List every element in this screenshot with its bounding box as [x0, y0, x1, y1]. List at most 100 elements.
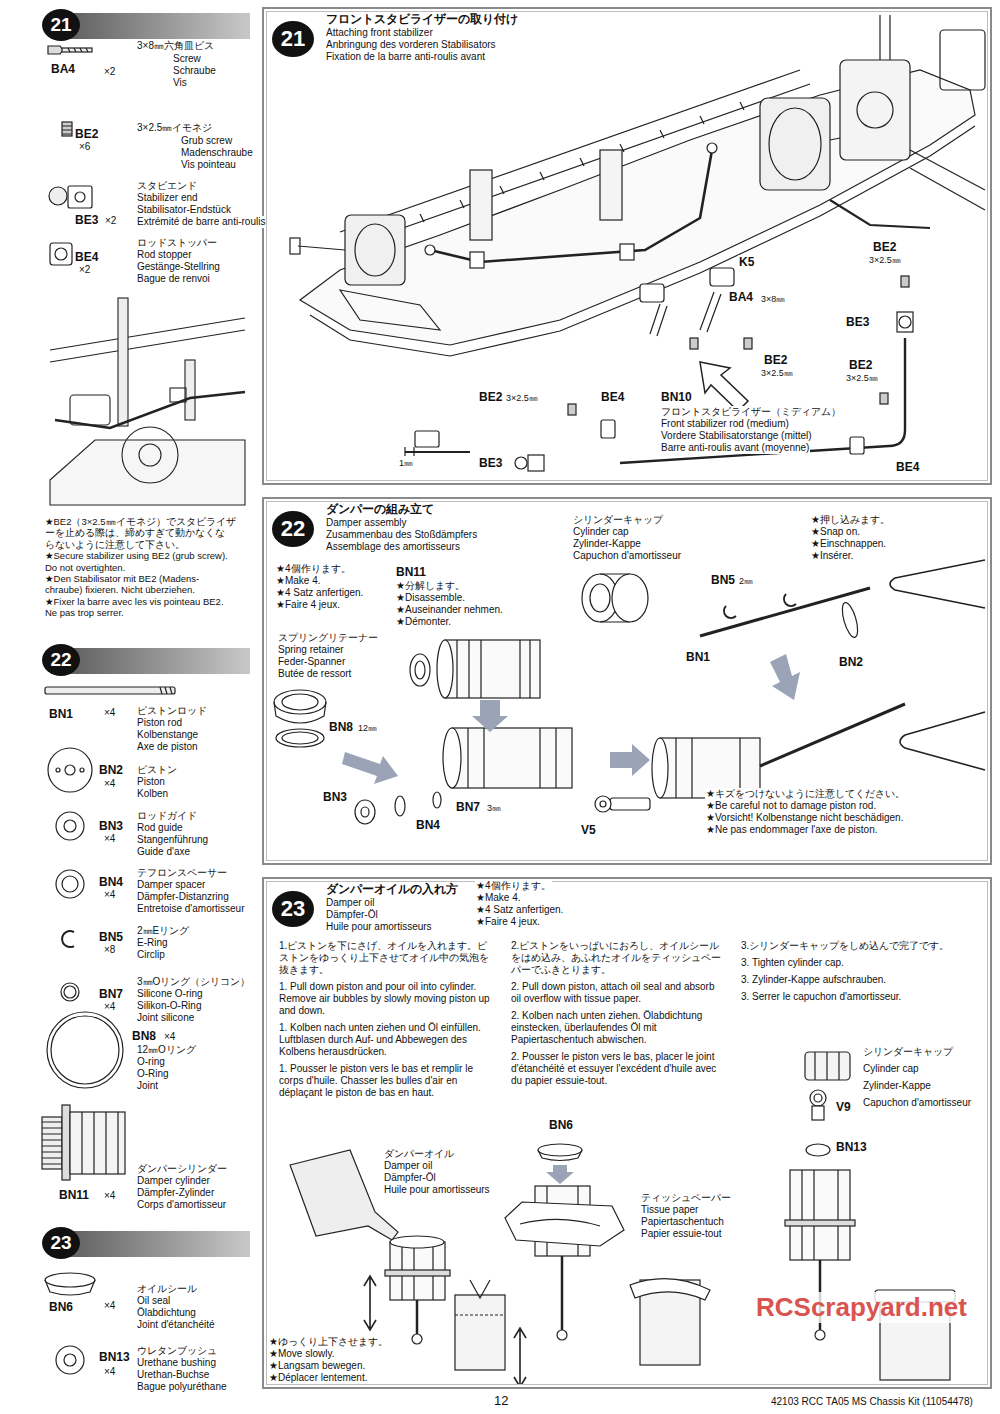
label-text: ★Faire 4 jeux. [275, 599, 341, 611]
step-number: 23 [42, 1227, 80, 1259]
label-text: Capuchon d'amortisseur [862, 1097, 972, 1109]
label-group: ティッシュペーパーTissue paperPapiertaschentuchPa… [640, 1192, 732, 1240]
damper-illustration-part [760, 704, 905, 766]
label-text: 3. Zylinder-Kappe aufschrauben. [740, 974, 887, 986]
label-text: 3. Tighten cylinder cap. [740, 957, 845, 969]
label-text: ×6 [78, 141, 91, 153]
panel-heading: ダンパーの組み立てDamper assemblyZusammenbau des … [326, 503, 477, 553]
label-text: ×4 [103, 1190, 116, 1202]
label-text: Screw [172, 53, 202, 65]
label-group: BE4 [74, 250, 99, 264]
oil-filling-illustration-part [557, 1330, 567, 1340]
label-group: ★4個作ります。★Make 4.★4 Satz anfertigen.★Fair… [275, 563, 364, 611]
chassis-detail-part [50, 318, 245, 362]
step-number: 22 [272, 511, 314, 547]
chassis-illustration-part [620, 338, 905, 463]
part-number: BN7 [455, 800, 481, 814]
damper-illustration-part [900, 712, 985, 770]
label-text: ×4 [103, 1001, 116, 1013]
part-number: BE2 [872, 240, 897, 254]
label-text: ★Ne pas endommager l'axe de piston. [705, 824, 879, 836]
part-number: BE4 [895, 460, 920, 474]
part-icon-part [56, 812, 84, 840]
label-group: ×4 [103, 1300, 116, 1312]
label-text: ×4 [163, 1031, 176, 1043]
label-group: ScrewSchraubeVis [172, 53, 217, 89]
label-text: 3×2.5㎜ [505, 393, 539, 404]
part-icon-part [61, 983, 79, 1001]
part-icon-part [62, 122, 72, 136]
label-text: Damper oil [383, 1160, 433, 1172]
label-group: BN6 [548, 1118, 574, 1132]
chassis-illustration-part [850, 437, 864, 454]
label-group: BN3 [98, 819, 124, 833]
label-text: ★4 Satz anfertigen. [475, 904, 564, 916]
label-group: ★分解します。★Disassemble.★Auseinander nehmen.… [395, 580, 504, 628]
label-text: ★Make 4. [475, 892, 522, 904]
step-band [58, 13, 250, 1257]
label-text: ダンパーオイル [383, 1148, 455, 1160]
chassis-detail-part [170, 388, 186, 402]
label-text: Stabilisator-Endstück [136, 204, 232, 216]
part-icon-part [62, 48, 92, 52]
label-group: ×8 [103, 944, 116, 956]
part-icon-part [68, 186, 92, 208]
label-text: 2㎜ [738, 576, 754, 587]
label-group: BE2 [763, 353, 788, 367]
part-number: BN4 [415, 818, 441, 832]
label-group: ×4 [103, 1001, 116, 1013]
damper-illustration-part [433, 792, 441, 808]
label-group: 3.シリンダーキャップをしめ込んで完了です。3. Tighten cylinde… [740, 940, 975, 1008]
label-group: BN13 [98, 1350, 131, 1364]
part-icon-part [48, 46, 63, 54]
label-text: Urethan-Buchse [136, 1369, 210, 1381]
damper-illustration-part [274, 702, 326, 723]
label-text: Zylinder-Kappe [862, 1080, 932, 1092]
label-text: Barre anti-roulis avant (moyenne) [660, 442, 810, 454]
step-band-part [58, 13, 250, 39]
label-text: Joint d'étanchéité [136, 1319, 216, 1331]
chassis-illustration [290, 15, 985, 471]
damper-illustration-part [724, 606, 736, 618]
chassis-illustration-part [940, 30, 985, 90]
oil-filling-illustration-part [538, 1150, 582, 1161]
label-text: ピストンロッド [136, 705, 208, 717]
label-group: 3×2.5㎜ [868, 255, 902, 266]
label-group: ×2 [104, 215, 117, 227]
label-group: BN5 [710, 573, 736, 587]
label-text: Corps d'amortisseur [136, 1199, 227, 1211]
damper-illustration-part [282, 732, 318, 744]
step-number-text: 23 [281, 896, 305, 922]
part-number: BN13 [98, 1350, 131, 1364]
label-text: ×4 [103, 1300, 116, 1312]
label-text: ロッドストッパー [136, 237, 218, 249]
oil-filling-illustration-part [546, 1165, 574, 1184]
label-text: Butée de ressort [277, 668, 352, 680]
step-number-text: 23 [50, 1232, 71, 1254]
label-group: BE3 [845, 315, 870, 329]
chassis-illustration-part [515, 457, 527, 469]
part-icon-part [48, 748, 92, 792]
label-group: 2.ピストンをいっぱいにおろし、オイルシールをはめ込み、あふれたオイルをティッシ… [510, 940, 722, 1092]
part-icon-part [50, 243, 72, 265]
label-group: 42103 RCC TA05 MS Chassis Kit (11054478) [770, 1396, 974, 1408]
label-group: BN1 [685, 650, 711, 664]
label-group: BE2 [478, 390, 503, 404]
chassis-detail-part [50, 440, 245, 505]
label-text: Piston [136, 776, 166, 788]
part-number: BN5 [98, 930, 124, 944]
label-text: Axe de piston [136, 741, 199, 753]
label-text: 3. Serrer le capuchon d'amortisseur. [740, 991, 902, 1003]
label-group: Grub screwMadenschraubeVis pointeau [180, 135, 254, 171]
label-text: Ne pas trop serrer. [44, 607, 125, 618]
damper-illustration-part [395, 796, 405, 816]
part-icon-part [45, 1280, 95, 1295]
part-icon-part [62, 1105, 70, 1180]
label-text: 3×2.5㎜イモネジ [136, 122, 213, 134]
label-text: ★Fixer la barre avec les vis pointeau BE… [44, 596, 225, 607]
chassis-detail [50, 298, 245, 505]
label-group: V9 [835, 1100, 852, 1114]
label-text: ★Den Stabilisator mit BE2 (Madens- [44, 573, 200, 584]
oil-filling-illustration-part [364, 1276, 376, 1330]
heading-text: Dämpfer-Öl [326, 909, 378, 921]
